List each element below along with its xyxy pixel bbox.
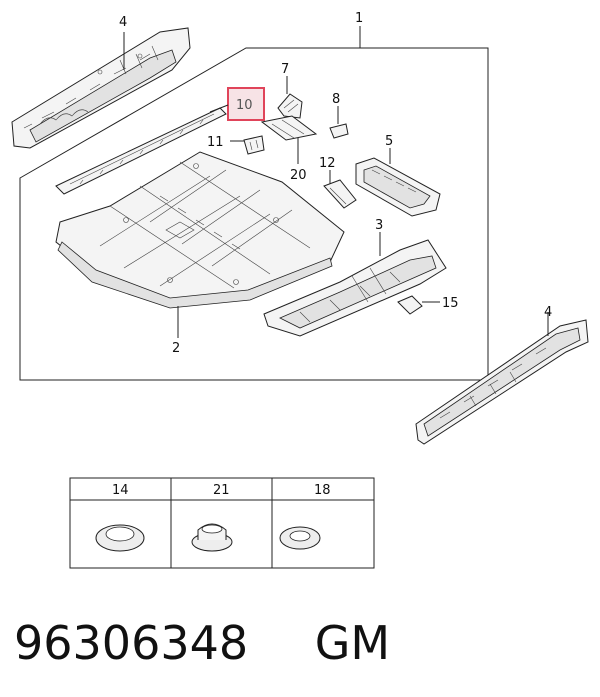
callout-20: 20: [290, 168, 307, 183]
callout-8: 8: [332, 92, 340, 107]
bracket-11: [243, 135, 265, 155]
callout-2: 2: [172, 341, 180, 356]
callout-7: 7: [281, 62, 289, 77]
cross-member-5: [355, 157, 441, 217]
bracket-7: [277, 93, 303, 119]
callout-12: 12: [319, 156, 336, 171]
floor-panel: [55, 151, 345, 309]
bracket-15: [397, 295, 423, 315]
fastener-table: 14 21 18: [69, 477, 375, 569]
leader-10: [209, 104, 229, 113]
table-header-21: 21: [213, 483, 230, 498]
brand-name: GM: [314, 616, 391, 670]
callout-3: 3: [375, 218, 383, 233]
part-label: 96306348 GM: [14, 608, 594, 678]
callout-1: 1: [355, 11, 363, 26]
callout-10: 10: [236, 98, 253, 113]
side-rail-left: [11, 27, 191, 149]
plate-20: [260, 115, 318, 141]
callout-4a: 4: [119, 15, 127, 30]
callout-5: 5: [385, 134, 393, 149]
clip-8: [329, 123, 349, 139]
callout-15: 15: [442, 296, 459, 311]
highlight-box-10: [227, 87, 265, 121]
table-header-14: 14: [112, 483, 129, 498]
table-header-18: 18: [314, 483, 331, 498]
callout-11: 11: [207, 135, 224, 150]
callout-4b: 4: [544, 305, 552, 320]
tunnel-3: [263, 239, 447, 337]
bracket-12: [323, 179, 357, 209]
assembly-outline: [19, 47, 489, 381]
part-number: 96306348: [14, 616, 249, 670]
grommet-18-icon: [279, 526, 321, 550]
side-rail-right: [415, 319, 589, 445]
cross-rail: [55, 107, 227, 195]
plug-21-icon: [191, 523, 233, 552]
plug-14-icon: [95, 524, 145, 552]
